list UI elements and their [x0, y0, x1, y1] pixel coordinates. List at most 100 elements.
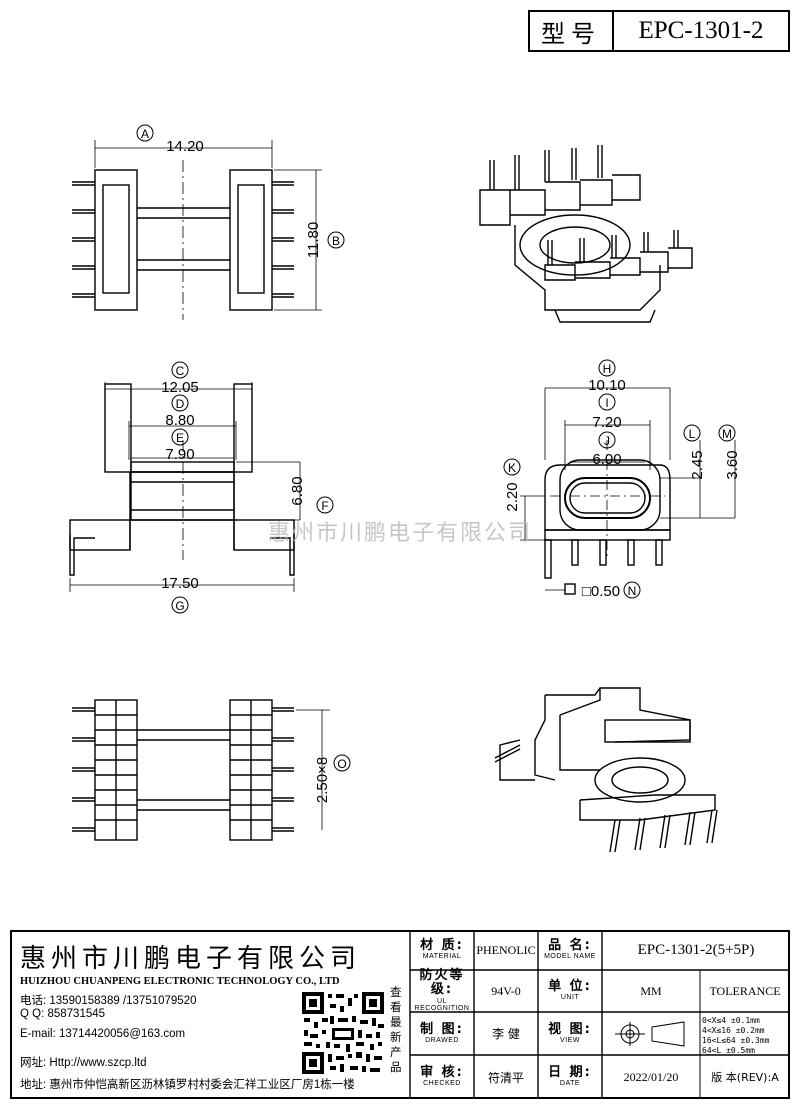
dim-g-value: 17.50: [161, 575, 199, 592]
model-label: 型号: [530, 12, 614, 50]
dim-k-letter: K: [508, 461, 516, 475]
dim-o-value: 2.50×8: [314, 757, 331, 803]
view-label-en: VIEW: [560, 1036, 580, 1044]
dim-l-letter: L: [689, 427, 696, 441]
unit-label-cn: 单 位:: [548, 979, 592, 994]
drawn-value: 李 健: [492, 1027, 520, 1041]
model-value: EPC-1301-2: [638, 17, 764, 44]
dim-d: D8.80: [165, 394, 195, 429]
dim-i-value: 7.20: [592, 414, 621, 431]
date-value: 2022/01/20: [623, 1069, 679, 1084]
dim-m-letter: M: [722, 427, 732, 441]
model-name-label-cn: 品 名:: [548, 938, 592, 953]
dim-c: C12.05: [161, 361, 199, 396]
qr-code-icon[interactable]: [300, 990, 386, 1076]
dim-i: I 7.20: [592, 393, 622, 431]
checked-label-cn: 审 核:: [420, 1065, 464, 1080]
projection-symbol-icon: [615, 1021, 685, 1047]
dim-g-letter: G: [175, 599, 184, 613]
iso-view-top: [479, 145, 693, 323]
material-label-en: MATERIAL: [422, 953, 462, 961]
material-value: PHENOLIC: [476, 942, 536, 957]
dim-n-letter: N: [628, 584, 637, 598]
checked-value: 符清平: [487, 1070, 524, 1085]
dim-j-value: 6.00: [592, 451, 621, 468]
dim-h-letter: H: [603, 362, 612, 376]
dim-h-value: 10.10: [588, 377, 626, 394]
bottom-view: [72, 699, 330, 841]
revision: 版 本(REV):A: [700, 1055, 790, 1099]
company-name-en: HUIZHOU CHUANPENG ELECTRONIC TECHNOLOGY …: [20, 976, 340, 987]
model-name-label: 品 名: MODEL NAME: [538, 930, 602, 970]
dim-e: E7.90: [165, 428, 195, 463]
model-box: 型号 EPC-1301-2: [528, 10, 790, 52]
dim-j-letter: J: [604, 434, 610, 448]
dim-k-value: 2.20: [504, 482, 521, 511]
revision-value: A: [771, 1070, 779, 1084]
dim-g: G 17.50: [161, 575, 199, 614]
dim-b-letter: B: [332, 234, 340, 248]
date-label-cn: 日 期:: [548, 1065, 592, 1080]
title-block: [10, 930, 790, 1099]
ul-label: 防火等级: UL RECOGNITION: [410, 968, 474, 1013]
company-email[interactable]: E-mail: 13714420056@163.com: [20, 1028, 186, 1040]
watermark-text: 惠州市川鹏电子有限公司: [268, 521, 532, 546]
dim-i-letter: I: [605, 396, 608, 410]
company-name-cn: 惠州市川鹏电子有限公司: [20, 944, 362, 974]
dim-k: K 2.20: [503, 458, 521, 512]
tolerance-row-4: 64<L ±0.5mm: [702, 1046, 755, 1055]
dim-n-value: □0.50: [582, 583, 620, 600]
date-label: 日 期: DATE: [538, 1055, 602, 1099]
ul-label-cn: 防火等级:: [419, 968, 465, 998]
company-qq: Q Q: 858731545: [20, 1008, 106, 1020]
dim-d-value: 8.80: [165, 412, 194, 429]
drawn-label: 制 图: DRAWED: [410, 1012, 474, 1055]
model-name-value: EPC-1301-2(5+5P): [637, 941, 755, 958]
dim-o-letter: O: [337, 757, 346, 771]
dim-l-value: 2.45: [689, 450, 706, 479]
checked-label: 审 核: CHECKED: [410, 1055, 474, 1099]
view-label-cn: 视 图:: [548, 1021, 592, 1037]
unit-label-en: UNIT: [560, 994, 580, 1002]
drawn-label-en: DRAWED: [425, 1036, 459, 1044]
unit-label: 单 位: UNIT: [538, 970, 602, 1012]
side-view: [69, 382, 301, 592]
dim-b-value: 11.80: [305, 222, 322, 258]
dim-e-value: 7.90: [165, 446, 194, 463]
dim-j: J 6.00: [592, 431, 622, 468]
unit-value: MM: [640, 983, 662, 998]
drawn-label-cn: 制 图:: [420, 1021, 464, 1037]
top-view: [72, 140, 322, 320]
dim-a: A14.20: [136, 124, 204, 155]
dim-a-letter: A: [141, 127, 149, 141]
tolerance-row-3: 16<L≤64 ±0.3mm: [702, 1036, 770, 1045]
ul-label-en: UL RECOGNITION: [414, 997, 470, 1013]
dim-m-value: 3.60: [724, 450, 741, 479]
dim-h: H10.10: [588, 359, 626, 394]
dim-f-letter: F: [321, 499, 328, 513]
tolerance-label: TOLERANCE: [709, 983, 781, 998]
dim-c-letter: C: [176, 364, 185, 378]
company-address: 地址: 惠州市仲恺高新区沥林镇罗村村委会汇祥工业区厂房1栋一楼: [20, 1079, 355, 1091]
dim-n: N □0.50: [582, 581, 641, 600]
revision-label: 版 本(REV):: [711, 1071, 772, 1084]
iso-view-bottom: [494, 687, 718, 853]
dim-o: O 2.50×8: [314, 754, 351, 803]
dim-c-value: 12.05: [161, 379, 199, 396]
front-view: [520, 387, 736, 595]
dim-f: F 6.80: [289, 476, 334, 514]
dim-m: M 3.60: [718, 424, 741, 480]
technical-drawing: A14.20 B 11.80 C12.05 D8.80 E7.90 F 6.80 G…: [69, 124, 741, 853]
date-label-en: DATE: [559, 1080, 581, 1088]
checked-label-en: CHECKED: [423, 1080, 461, 1088]
qr-caption: 查看最新产品: [390, 985, 402, 1074]
dim-f-value: 6.80: [289, 476, 306, 505]
company-website[interactable]: 网址: Http://www.szcp.ltd: [20, 1057, 147, 1069]
view-label: 视 图: VIEW: [538, 1012, 602, 1055]
company-phone: 电话: 13590158389 /13751079520: [20, 995, 197, 1007]
material-label: 材 质: MATERIAL: [410, 930, 474, 970]
ul-value: 94V-0: [491, 983, 521, 998]
tolerance-row-1: 0<X≤4 ±0.1mm: [702, 1016, 760, 1025]
